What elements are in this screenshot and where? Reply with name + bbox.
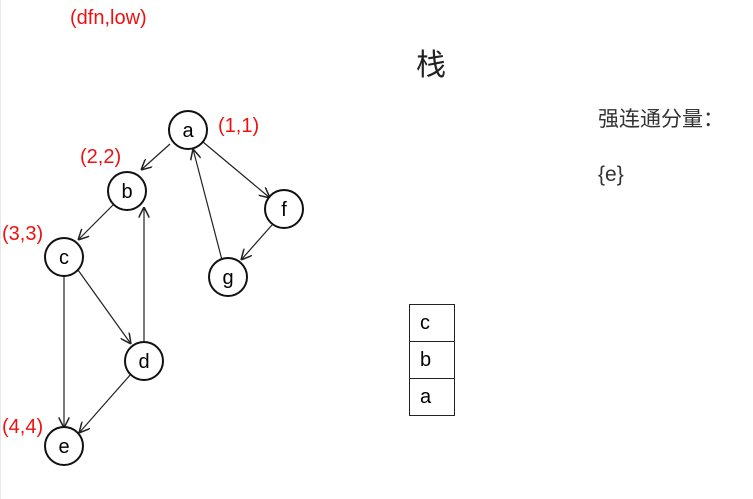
node-g-label: g	[222, 267, 233, 289]
edge-c-d	[77, 269, 131, 344]
edge-a-f	[202, 141, 270, 198]
node-c-annotation: (3,3)	[2, 223, 43, 245]
stack-cell: b	[409, 341, 455, 379]
node-e-annotation: (4,4)	[2, 416, 43, 438]
node-a-annotation: (1,1)	[218, 115, 259, 137]
node-b-annotation: (2,2)	[80, 146, 121, 168]
graph-diagram: (dfn,low) a b c d e f g (1,1) (2,2) (3,3…	[2, 7, 304, 466]
node-c-label: c	[59, 247, 69, 269]
edge-d-e	[79, 373, 132, 433]
stack-cell: c	[409, 304, 455, 342]
node-c-circle	[44, 237, 84, 277]
node-a-label: a	[182, 120, 194, 142]
stack-title: 栈	[416, 48, 446, 83]
node-f-label: f	[281, 199, 287, 221]
node-e-label: e	[58, 436, 69, 458]
edge-a-b	[141, 143, 171, 170]
node-a-circle	[168, 110, 208, 150]
stack-cell: a	[409, 378, 455, 416]
node-d-label: d	[138, 351, 149, 373]
node-b-label: b	[121, 181, 132, 203]
left-border	[0, 0, 1, 499]
scc-item: {e}	[598, 163, 624, 186]
edge-f-g	[241, 224, 273, 260]
node-f-circle	[264, 189, 304, 229]
node-e-circle	[44, 426, 84, 466]
scc-title: 强连通分量：	[598, 107, 724, 131]
dfn-low-legend: (dfn,low)	[70, 7, 147, 29]
node-g-circle	[208, 257, 248, 297]
node-d-circle	[124, 341, 164, 381]
stack: c b a	[409, 304, 455, 416]
edge-g-a	[193, 149, 223, 261]
edge-b-c	[78, 203, 115, 240]
node-b-circle	[107, 171, 147, 211]
